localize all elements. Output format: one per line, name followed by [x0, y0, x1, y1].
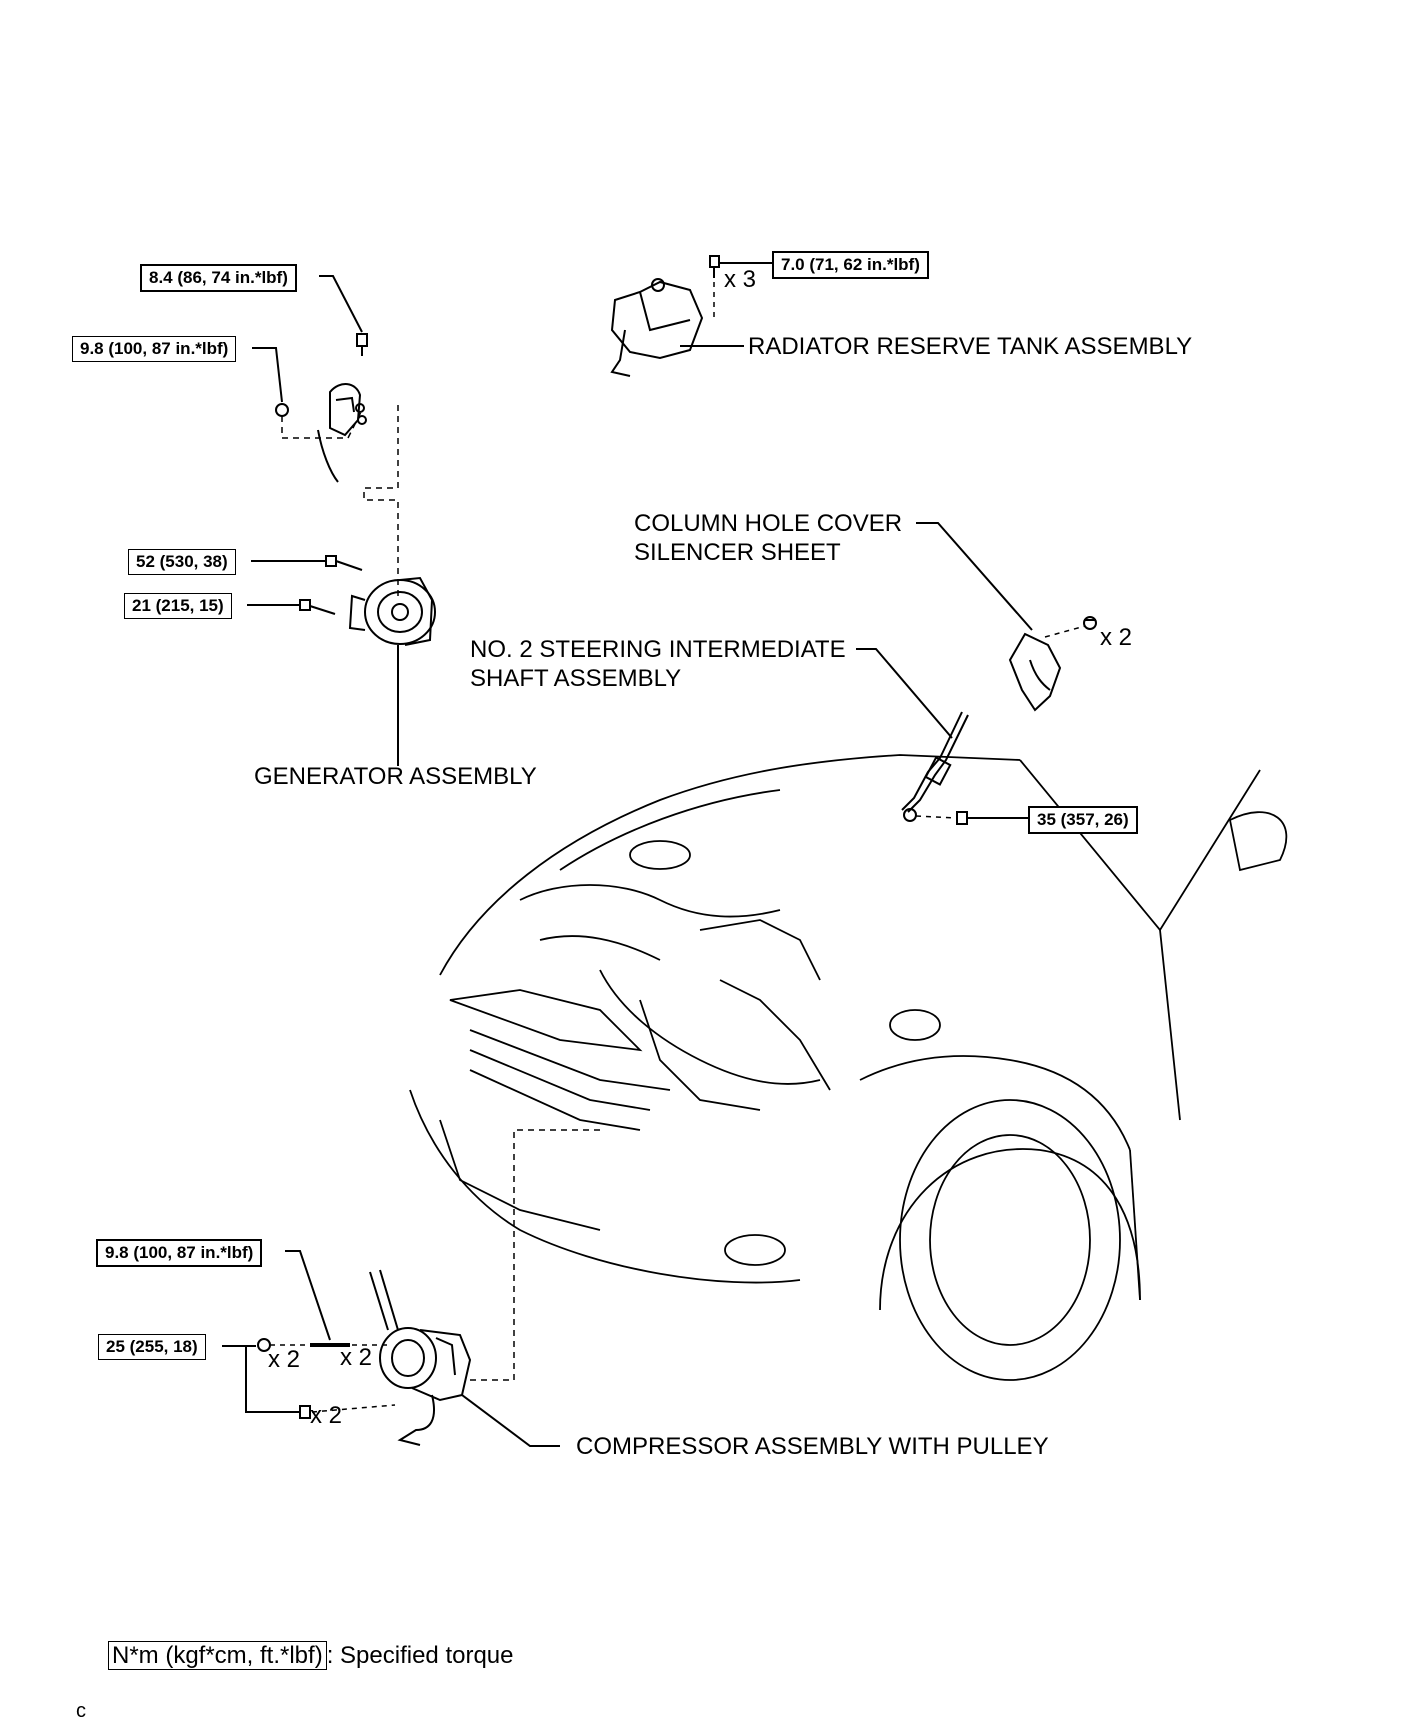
generator-upper-bolt-icon	[325, 555, 363, 571]
column-cover-dashed-guide	[1044, 625, 1086, 638]
callout-radiator-reserve-tank: RADIATOR RESERVE TANK ASSEMBLY	[748, 333, 1193, 360]
qty-reserve-tank: x 3	[724, 266, 757, 293]
qty-compressor-stud: x 2	[340, 1344, 373, 1371]
generator-dashed-guide-2	[363, 405, 399, 600]
callout-compressor: COMPRESSOR ASSEMBLY WITH PULLEY	[576, 1433, 1049, 1460]
radiator-reserve-tank-icon	[610, 278, 704, 377]
leader-compressor-stud	[285, 1250, 331, 1341]
qty-compressor-nut: x 2	[268, 1346, 301, 1373]
reserve-tank-bolt-icon	[709, 255, 720, 278]
steering-shaft-bolt-icon	[956, 811, 1028, 825]
vehicle-front-icon	[409, 754, 1288, 1381]
compressor-bolt-dashed-guide	[311, 1404, 396, 1413]
torque-box-generator-top-bolt: 8.4 (86, 74 in.*lbf)	[140, 264, 297, 292]
qty-compressor-bolt: x 2	[310, 1402, 343, 1429]
steering-shaft-icon	[901, 711, 969, 822]
compressor-nut-icon	[257, 1338, 271, 1352]
generator-lower-bolt-icon	[299, 599, 336, 615]
callout-generator: GENERATOR ASSEMBLY	[254, 763, 537, 790]
generator-bracket-icon	[317, 383, 367, 483]
torque-box-compressor-stud: 9.8 (100, 87 in.*lbf)	[96, 1239, 263, 1267]
torque-box-generator-nut: 9.8 (100, 87 in.*lbf)	[72, 336, 237, 362]
callout-column-cover-line2: SILENCER SHEET	[634, 539, 841, 566]
leader-steering-shaft	[856, 648, 953, 739]
leader-generator-top-bolt	[319, 275, 363, 333]
torque-box-compressor-bolt: 25 (255, 18)	[98, 1334, 206, 1360]
compressor-assembly-icon	[369, 1269, 472, 1446]
corner-letter: c	[76, 1700, 86, 1722]
generator-dashed-guide	[281, 409, 363, 439]
leader-compressor	[461, 1394, 560, 1447]
callout-steering-shaft-line2: SHAFT ASSEMBLY	[470, 665, 682, 692]
compressor-dashed-guide	[466, 1129, 600, 1381]
column-cover-clip-icon	[1083, 616, 1097, 630]
callout-steering-shaft: NO. 2 STEERING INTERMEDIATE SHAFT ASSEMB…	[470, 635, 846, 693]
column-cover-icon	[1008, 632, 1062, 712]
generator-nut-icon	[275, 403, 289, 417]
compressor-bolt-icon	[299, 1405, 311, 1419]
generator-top-bolt-icon	[356, 333, 368, 356]
torque-box-steering-shaft-bolt: 35 (357, 26)	[1028, 806, 1138, 834]
qty-column-cover: x 2	[1100, 624, 1133, 651]
torque-box-generator-lower-bolt: 21 (215, 15)	[124, 593, 232, 619]
callout-steering-shaft-line1: NO. 2 STEERING INTERMEDIATE	[470, 636, 846, 663]
leader-generator-nut	[252, 347, 283, 403]
legend-unit-box: N*m (kgf*cm, ft.*lbf)	[108, 1641, 327, 1670]
callout-column-cover-line1: COLUMN HOLE COVER	[634, 510, 903, 537]
torque-box-reserve-tank-bolt: 7.0 (71, 62 in.*lbf)	[772, 251, 929, 279]
steering-shaft-dashed-guide	[915, 815, 956, 819]
torque-box-generator-upper-bolt: 52 (530, 38)	[128, 549, 236, 575]
generator-assembly-icon	[348, 576, 436, 646]
leader-column-cover	[916, 522, 1033, 631]
legend-description: : Specified torque	[326, 1642, 514, 1669]
torque-legend: N*m (kgf*cm, ft.*lbf): Specified torque	[108, 1641, 514, 1670]
callout-column-cover: COLUMN HOLE COVER SILENCER SHEET	[634, 509, 902, 567]
